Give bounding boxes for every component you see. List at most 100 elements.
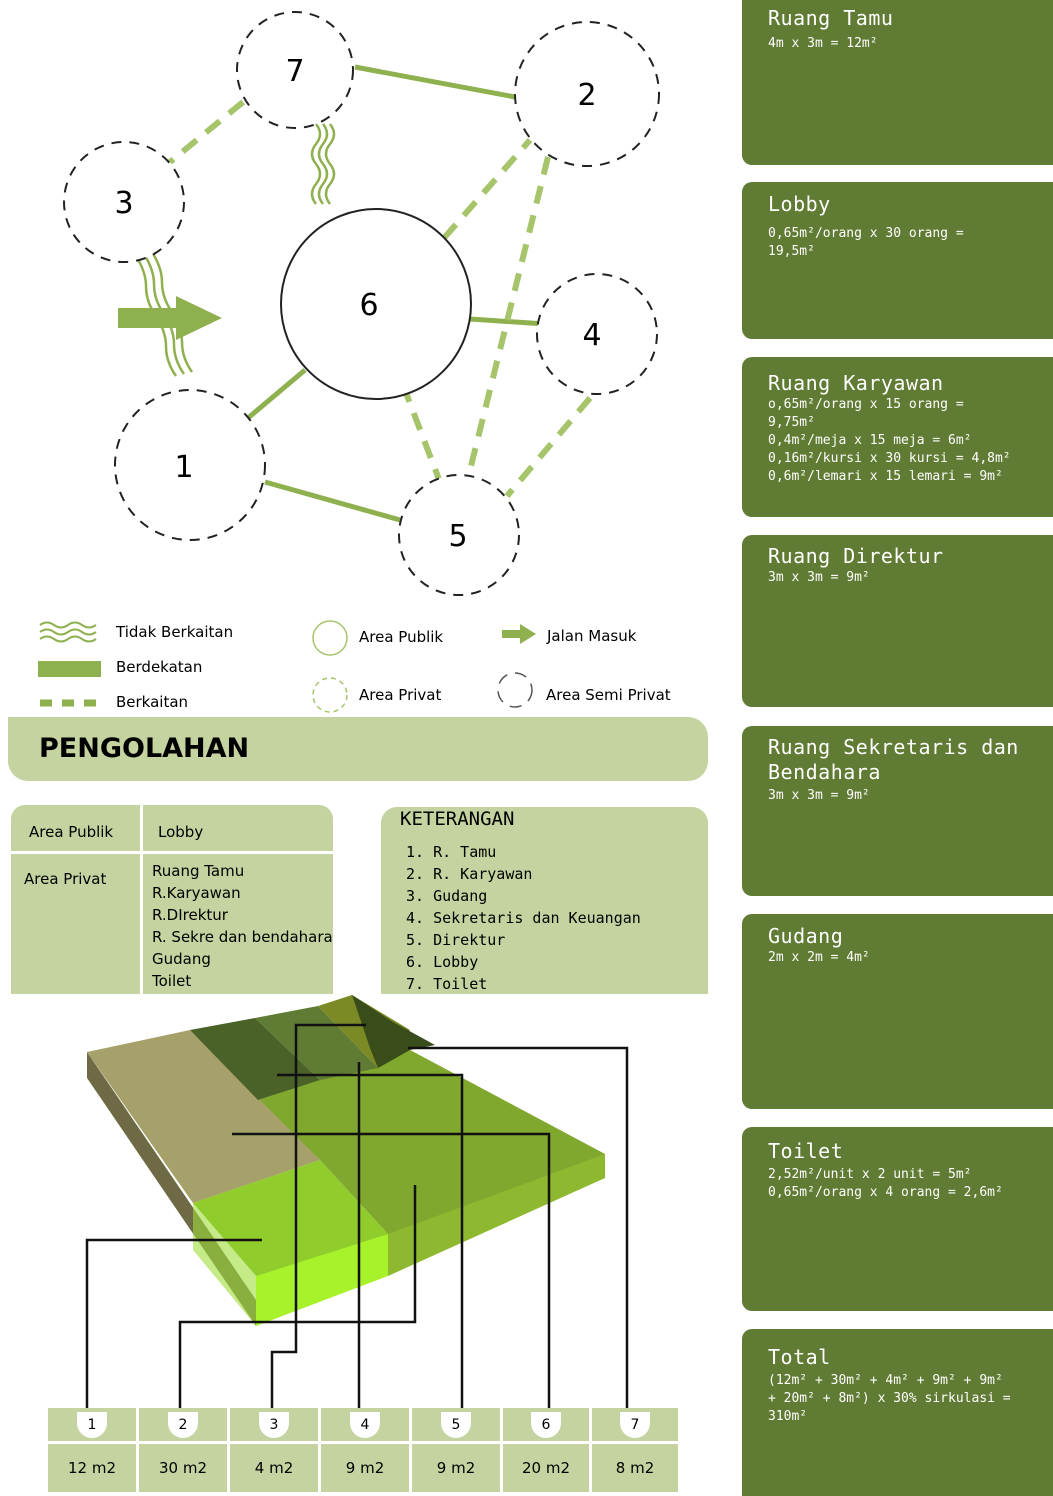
node-2: 2 xyxy=(514,21,660,167)
pengolahan-bar xyxy=(8,717,708,781)
card-body: 3m x 3m = 9m² xyxy=(768,788,870,803)
area-num-cell: 6 xyxy=(503,1408,589,1441)
node-4: 4 xyxy=(536,273,658,395)
leader-7 xyxy=(408,1046,629,1412)
card-title: Ruang Karyawan xyxy=(768,371,944,395)
area-value: 12 m2 xyxy=(48,1444,136,1492)
area-num-cell: 2 xyxy=(139,1408,227,1441)
svg-text:3: 3 xyxy=(114,186,133,221)
keterangan-item: 7. Toilet xyxy=(406,975,488,993)
area-num: 4 xyxy=(350,1411,380,1438)
svg-text:5: 5 xyxy=(448,519,467,554)
relation-1-5 xyxy=(264,479,401,523)
legend-publik-icon xyxy=(312,620,348,656)
card-title: Ruang Tamu xyxy=(768,6,894,30)
area-num-cell: 4 xyxy=(321,1408,409,1441)
zone-publik-rooms: Lobby xyxy=(158,823,204,841)
keterangan-title: KETERANGAN xyxy=(400,808,515,830)
svg-text:6: 6 xyxy=(359,288,378,323)
legend-tidak-berkaitan: Tidak Berkaitan xyxy=(115,623,233,641)
card-ruang-tamu: Ruang Tamu 4m x 3m = 12m² xyxy=(742,0,1053,165)
area-num-cell: 3 xyxy=(230,1408,318,1441)
area-num: 5 xyxy=(441,1411,471,1438)
card-ruang-sekretaris: Ruang Sekretaris dan Bendahara 3m x 3m =… xyxy=(742,726,1053,896)
legend-semi-privat-icon xyxy=(497,672,533,708)
relation-6-5 xyxy=(400,383,443,484)
keterangan-list: 1. R. Tamu 2. R. Karyawan 3. Gudang 4. S… xyxy=(406,841,641,995)
card-total: Total (12m² + 30m² + 4m² + 9m² + 9m² + 2… xyxy=(742,1329,1053,1496)
pengolahan-title: PENGOLAHAN xyxy=(39,733,250,764)
relation-6-1 xyxy=(246,368,307,420)
card-title: Total xyxy=(768,1345,831,1369)
area-value: 20 m2 xyxy=(503,1444,589,1492)
svg-text:2: 2 xyxy=(577,78,596,113)
legend-jalan-masuk: Jalan Masuk xyxy=(546,627,637,645)
card-body: (12m² + 30m² + 4m² + 9m² + 9m² + 20m² + … xyxy=(768,1373,1011,1424)
keterangan-item: 4. Sekretaris dan Keuangan xyxy=(406,909,641,927)
area-num-cell: 7 xyxy=(592,1408,678,1441)
card-ruang-direktur: Ruang Direktur 3m x 3m = 9m² xyxy=(742,535,1053,707)
area-num-cell: 1 xyxy=(48,1408,136,1441)
legend: Tidak Berkaitan Berdekatan Berkaitan Are… xyxy=(38,620,671,713)
zone-toilet-top xyxy=(352,995,435,1068)
card-body: 3m x 3m = 9m² xyxy=(768,570,870,585)
svg-text:7: 7 xyxy=(285,54,304,89)
node-1: 1 xyxy=(114,389,266,541)
zone-lobby-top xyxy=(258,1050,605,1234)
keterangan-item: 5. Direktur xyxy=(406,931,506,949)
keterangan-item: 6. Lobby xyxy=(406,953,479,971)
entrance-arrow-icon xyxy=(118,296,222,340)
relation-6-4 xyxy=(469,316,546,327)
leader-5 xyxy=(277,1073,464,1412)
legend-berkaitan: Berkaitan xyxy=(116,693,188,711)
area-value: 9 m2 xyxy=(412,1444,500,1492)
card-title: Ruang Sekretaris dan Bendahara xyxy=(768,735,1019,784)
card-body: 2,52m²/unit x 2 unit = 5m² 0,65m²/orang … xyxy=(768,1167,1003,1200)
area-value: 8 m2 xyxy=(592,1444,678,1492)
svg-text:1: 1 xyxy=(174,450,193,485)
card-body: 2m x 2m = 4m² xyxy=(768,950,870,965)
relation-7-3 xyxy=(168,99,245,165)
legend-privat-icon xyxy=(312,677,348,713)
area-value: 9 m2 xyxy=(321,1444,409,1492)
card-gudang: Gudang 2m x 2m = 4m² xyxy=(742,914,1053,1109)
relation-6-2 xyxy=(441,138,533,240)
zone-direktur-top xyxy=(255,1006,378,1080)
zone-karyawan-top xyxy=(193,1160,388,1276)
zone-divider-horizontal xyxy=(11,851,333,854)
keterangan-item: 1. R. Tamu xyxy=(406,843,497,861)
card-body: 0,65m²/orang x 30 orang = 19,5m² xyxy=(768,226,964,259)
zone-karyawan-front xyxy=(193,1203,256,1326)
node-5: 5 xyxy=(398,474,520,596)
zone-karyawan-side xyxy=(256,1234,388,1326)
leader-2 xyxy=(178,1185,417,1412)
area-num: 7 xyxy=(620,1411,650,1438)
legend-area-semi-privat: Area Semi Privat xyxy=(546,686,671,704)
area-value: 30 m2 xyxy=(139,1444,227,1492)
block-plan xyxy=(85,995,629,1412)
area-num: 2 xyxy=(168,1411,198,1438)
zone-divider-vertical xyxy=(140,805,143,994)
leader-1 xyxy=(85,1238,262,1412)
relation-7-2 xyxy=(354,64,516,100)
zone-lobby-side xyxy=(388,1154,605,1276)
card-body: 4m x 3m = 12m² xyxy=(768,36,878,51)
relation-4-5 xyxy=(504,396,593,498)
node-6: 6 xyxy=(280,208,472,400)
bubble-diagram: 7 2 3 6 4 1 5 Tidak Berkaitan Berdekatan… xyxy=(38,11,671,713)
card-body: o,65m²/orang x 15 orang = 9,75m² 0,4m²/m… xyxy=(768,397,1011,484)
card-title: Ruang Direktur xyxy=(768,544,944,568)
zone-publik-label: Area Publik xyxy=(29,823,114,841)
svg-text:4: 4 xyxy=(582,318,601,353)
area-value: 4 m2 xyxy=(230,1444,318,1492)
keterangan-item: 2. R. Karyawan xyxy=(406,865,533,883)
zone-privat-rooms: Ruang Tamu R.Karyawan R.DIrektur R. Sekr… xyxy=(152,862,333,990)
keterangan-item: 3. Gudang xyxy=(406,887,488,905)
relation-7-6 xyxy=(310,123,336,205)
leader-lines xyxy=(85,1023,629,1412)
keterangan-box xyxy=(381,807,708,994)
card-title: Toilet xyxy=(768,1139,844,1163)
leader-6 xyxy=(232,1132,551,1412)
relation-2-5 xyxy=(465,156,551,479)
leader-3 xyxy=(270,1023,366,1412)
